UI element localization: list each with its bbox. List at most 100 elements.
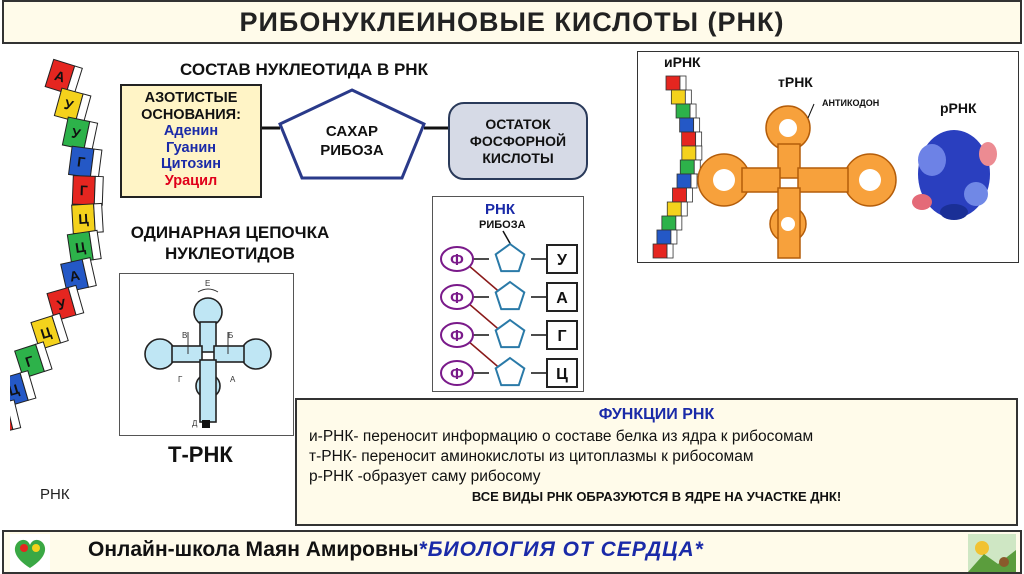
mrna-label: иРНК (664, 54, 701, 70)
footer-school: Онлайн-школа Маян Амировны (88, 538, 419, 561)
mrna-segment (670, 89, 686, 105)
bases-title-1: АЗОТИСТЫЕ (144, 90, 238, 106)
base-letter: Ц (556, 366, 568, 383)
function-mrna: и-РНК- переносит информацию о составе бе… (309, 428, 814, 445)
rna-chain-segments: АУУГГЦЦАУЦГЦА (10, 58, 104, 436)
rrna-label: рРНК (940, 100, 977, 116)
trna-small-label-b: Б (228, 331, 233, 340)
base-adenine: Аденин (163, 123, 219, 139)
rna-types-panel: иРНК тРНК АНТИКОДОН рРНК (637, 51, 1019, 263)
base-uracil: Урацил (164, 172, 218, 189)
chain-letter: У (70, 125, 82, 143)
nature-photo-icon (968, 534, 1016, 572)
chain-segment: Ц (30, 312, 69, 351)
phosphate-label-2: ФОСФОРНОЙ (469, 132, 567, 149)
base-letter: А (556, 290, 568, 307)
trna-cloverleaf-panel: Е В Б Г А Д (119, 273, 294, 436)
mrna-segment (681, 131, 697, 147)
trna-small-caption: Т-РНК (168, 442, 233, 467)
mrna-segment (652, 243, 668, 259)
chain-heading-1: ОДИНАРНАЯ ЦЕПОЧКА (130, 223, 330, 242)
rna-chain-diagram: АУУГГЦЦАУЦГЦА (10, 58, 104, 436)
mrna-segment (656, 229, 672, 245)
chain-letter: Ц (10, 380, 22, 398)
sugar-label: САХАР РИБОЗА (302, 122, 402, 160)
chain-heading: ОДИНАРНАЯ ЦЕПОЧКА НУКЛЕОТИДОВ (100, 222, 360, 264)
title-bar: РИБОНУКЛЕИНОВЫЕ КИСЛОТЫ (РНК) (2, 0, 1022, 44)
chain-segment: У (46, 284, 85, 322)
sugar-label-2: РИБОЗА (320, 142, 384, 159)
page-title: РИБОНУКЛЕИНОВЫЕ КИСЛОТЫ (РНК) (239, 6, 785, 37)
ribose-pentagon (494, 280, 526, 311)
mrna-segment (676, 173, 692, 189)
phosphate-letter: Ф (450, 290, 464, 307)
ribose-label: РИБОЗА (479, 219, 526, 231)
mrna-segment (679, 117, 695, 133)
nitrogen-bases-box: АЗОТИСТЫЕ ОСНОВАНИЯ: Аденин Гуанин Цитоз… (120, 84, 262, 198)
rna-chain-caption: РНК (40, 486, 70, 503)
chain-segment: Ц (71, 202, 104, 235)
rna-types-diagram (652, 75, 997, 259)
anticodon-label: АНТИКОДОН (822, 98, 880, 108)
phosphate-label-1: ОСТАТОК (485, 115, 551, 132)
chain-letter: А (68, 267, 81, 285)
ribose-pentagon (494, 318, 526, 349)
mrna-segment (666, 201, 682, 217)
mrna-segment (665, 75, 681, 91)
chain-letter: Г (76, 153, 86, 170)
chain-segment: А (10, 399, 22, 436)
chain-letter: Ц (74, 238, 87, 255)
chain-letter: Ц (78, 210, 90, 227)
chain-segment: У (53, 87, 92, 125)
trna-label: тРНК (778, 74, 813, 90)
mrna-segment (679, 159, 695, 175)
trna-small-label-a: А (230, 375, 236, 384)
mrna-segment (681, 145, 697, 161)
base-letter: Г (557, 328, 566, 345)
phosphate-circle (440, 246, 474, 272)
functions-title: ФУНКЦИИ РНК (598, 406, 715, 423)
phosphate-circle (440, 284, 474, 310)
trna-small-label-e: Е (205, 279, 210, 288)
rna-functions-box: ФУНКЦИИ РНК и-РНК- переносит информацию … (295, 398, 1018, 526)
phosphate-label-3: КИСЛОТЫ (482, 149, 554, 166)
sugar-label-1: САХАР (325, 123, 379, 140)
function-rrna: р-РНК -образует саму рибосому (309, 468, 541, 485)
chain-segment: Ц (66, 229, 102, 264)
base-guanine: Гуанин (165, 139, 217, 156)
trna-small-label-g: Г (178, 375, 183, 384)
chain-segment: Г (67, 145, 103, 179)
ribose-pentagon (494, 356, 526, 387)
base-square (546, 244, 578, 274)
ribose-pentagon (494, 242, 526, 273)
trna-small-label-v: В (182, 331, 187, 340)
phosphate-letter: Ф (450, 328, 464, 345)
mrna-segment (661, 215, 677, 231)
mrna-strand (652, 75, 703, 259)
mrna-segment (672, 187, 687, 203)
phosphate-letter: Ф (450, 252, 464, 269)
base-square (546, 358, 578, 388)
nucleotide-connector (262, 88, 452, 180)
chain-segment: Г (71, 175, 104, 206)
rna-strand-title: РНК (485, 201, 515, 218)
sugar-pentagon (278, 88, 426, 180)
chain-segment: Ц (10, 370, 37, 408)
chain-segment: А (60, 257, 97, 293)
chain-letter: А (53, 67, 67, 85)
phosphate-letter: Ф (450, 366, 464, 383)
footer-bar: Онлайн-школа Маян Амировны*БИОЛОГИЯ ОТ С… (2, 530, 1022, 574)
phosphate-box: ОСТАТОК ФОСФОРНОЙ КИСЛОТЫ (448, 102, 588, 180)
rrna-blob (912, 130, 997, 220)
trna-cloverleaf-small: Е В Б Г А Д (144, 279, 272, 428)
base-square (546, 320, 578, 350)
trna-small-label-d: Д (192, 419, 198, 428)
phosphate-circle (440, 322, 474, 348)
